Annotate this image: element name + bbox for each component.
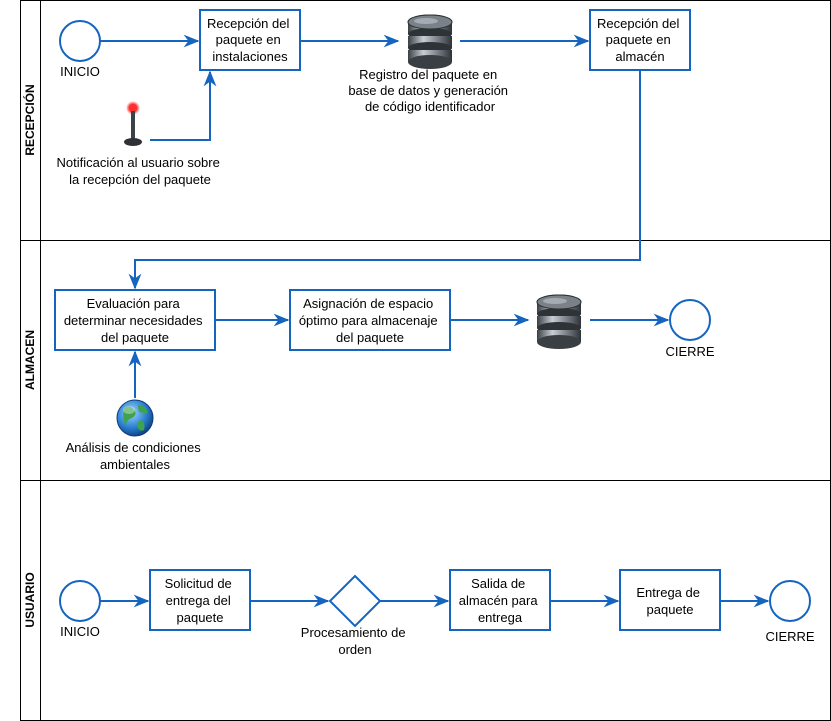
end-label-usuario: CIERRE bbox=[765, 629, 814, 644]
task-recepcion-instalaciones[interactable] bbox=[199, 9, 301, 71]
start-label-usuario: INICIO bbox=[60, 624, 100, 639]
flow-antenna-to-recepcion bbox=[150, 70, 217, 141]
task-recepcion-almacen-label: Recepción del paquete en almacén bbox=[597, 16, 683, 64]
end-event-usuario[interactable] bbox=[769, 580, 811, 622]
globe-icon bbox=[116, 399, 154, 437]
flows-almacen bbox=[128, 313, 670, 398]
lane-label-usuario: USUARIO bbox=[23, 572, 37, 627]
task-recepcion-instalaciones-label: Recepción del paquete en instalaciones bbox=[207, 16, 293, 64]
task-salida-label: Salida de almacén para entrega bbox=[459, 576, 541, 625]
antenna-icon bbox=[124, 101, 142, 146]
task-evaluacion-label: Evaluación para determinar necesidades d… bbox=[64, 296, 206, 345]
db-label-recepcion: Registro del paquete en base de datos y … bbox=[348, 67, 511, 114]
database-icon bbox=[407, 14, 453, 70]
gateway-label: Procesamiento de orden bbox=[301, 625, 409, 657]
gateway-procesamiento[interactable] bbox=[328, 574, 382, 628]
start-label-recepcion: INICIO bbox=[60, 64, 100, 79]
task-solicitud[interactable] bbox=[149, 569, 251, 631]
start-event-recepcion[interactable] bbox=[59, 20, 101, 62]
flows-recepcion bbox=[100, 34, 641, 290]
globe-label: Análisis de condiciones ambientales bbox=[66, 440, 205, 472]
flow-almacen-to-evaluacion bbox=[128, 70, 641, 290]
task-entrega[interactable] bbox=[619, 569, 721, 631]
task-solicitud-label: Solicitud de entrega del paquete bbox=[165, 576, 236, 625]
task-entrega-label: Entrega de paquete bbox=[636, 585, 703, 617]
start-event-usuario[interactable] bbox=[59, 580, 101, 622]
task-salida[interactable] bbox=[449, 569, 551, 631]
lane-label-almacen: ALMACEN bbox=[23, 330, 37, 390]
end-label-almacen: CIERRE bbox=[665, 344, 714, 359]
end-event-almacen[interactable] bbox=[669, 299, 711, 341]
task-asignacion-label: Asignación de espacio óptimo para almace… bbox=[299, 296, 441, 345]
lane-label-recepcion: RECEPCIÓN bbox=[22, 84, 37, 155]
antenna-label: Notificación al usuario sobre la recepci… bbox=[57, 155, 224, 187]
database-icon bbox=[536, 294, 582, 350]
task-asignacion[interactable] bbox=[289, 289, 451, 351]
